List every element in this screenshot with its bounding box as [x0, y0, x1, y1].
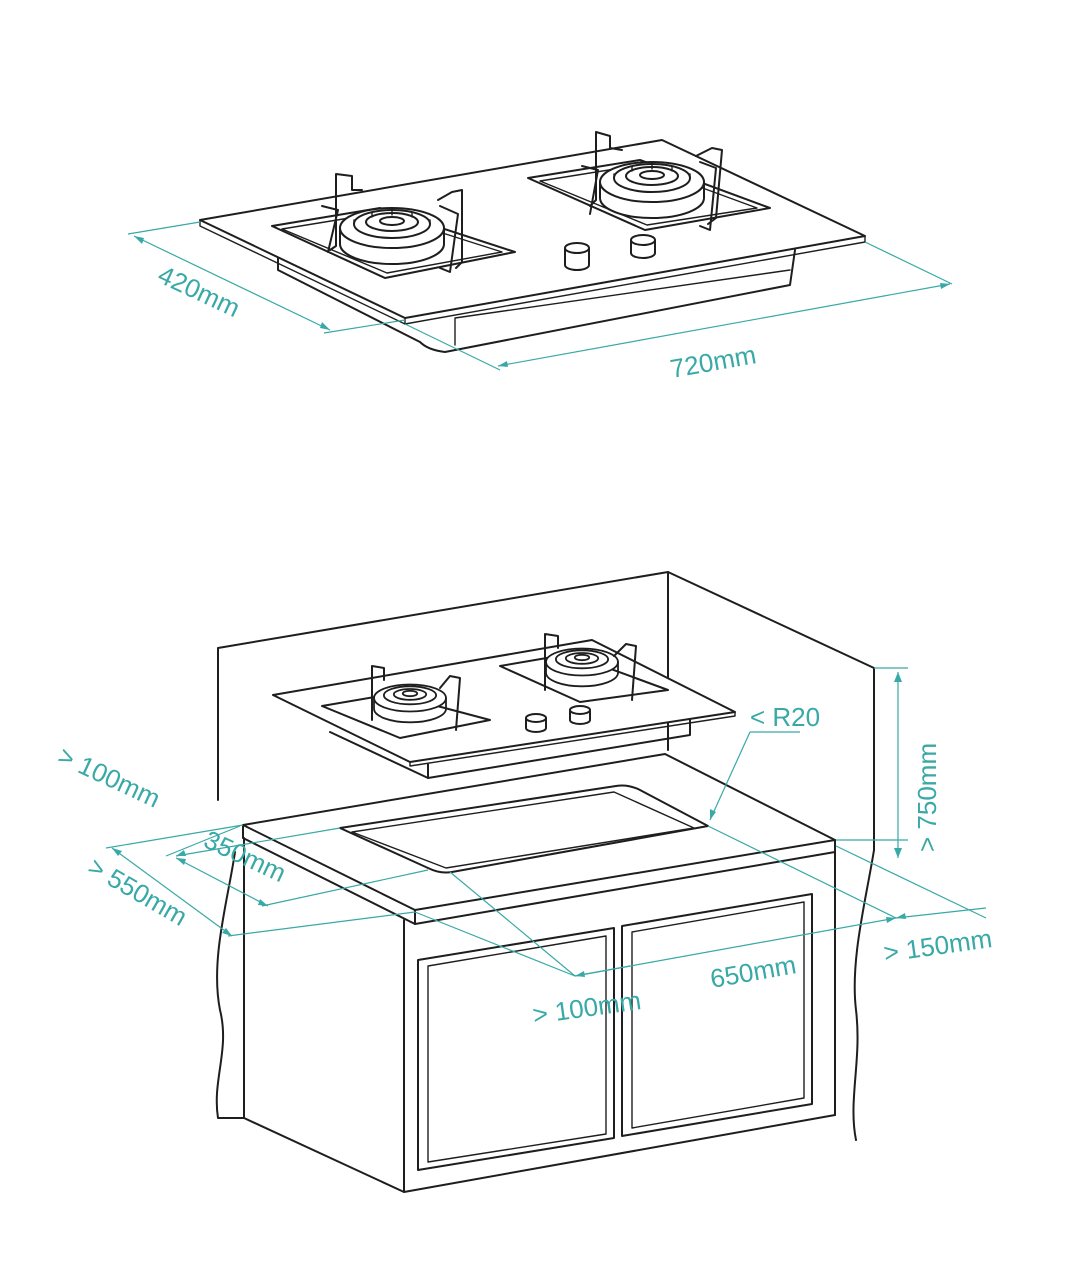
- right-grate-prongs: [581, 131, 723, 231]
- hob-glass-top: [199, 139, 866, 319]
- left-grate-prongs: [321, 173, 463, 273]
- installation-view: < R20 > 750mm > 150mm 650mm: [53, 571, 994, 1193]
- dimension-radius: < R20: [709, 702, 820, 821]
- dimension-hood-height: > 750mm: [836, 667, 942, 858]
- hob-depth-label: 420mm: [153, 259, 244, 323]
- cabinet: [243, 837, 836, 1193]
- cabinet-door-left: [417, 927, 615, 1171]
- hob-top-view: 420mm 720mm: [127, 131, 953, 384]
- countertop: [242, 753, 836, 925]
- wall-edge-left: [215, 851, 245, 1119]
- dimension-right-clearance: > 150mm: [707, 825, 994, 968]
- hood-height-label: > 750mm: [912, 743, 942, 852]
- hob-width-label: 720mm: [668, 339, 759, 384]
- installation-hob: [272, 633, 736, 779]
- cabinet-door-right: [621, 893, 813, 1137]
- knob-left: [564, 242, 590, 271]
- wall-edge-right: [852, 667, 875, 1141]
- knob-right: [630, 234, 656, 259]
- left-clearance-label: > 100mm: [53, 740, 165, 813]
- cutout-width-label: 650mm: [708, 949, 799, 994]
- front-clearance-label: > 100mm: [531, 985, 643, 1030]
- counter-depth-label: > 550mm: [83, 851, 192, 932]
- right-clearance-label: > 150mm: [882, 923, 994, 968]
- radius-label: < R20: [750, 702, 820, 732]
- hob-body: [277, 249, 796, 353]
